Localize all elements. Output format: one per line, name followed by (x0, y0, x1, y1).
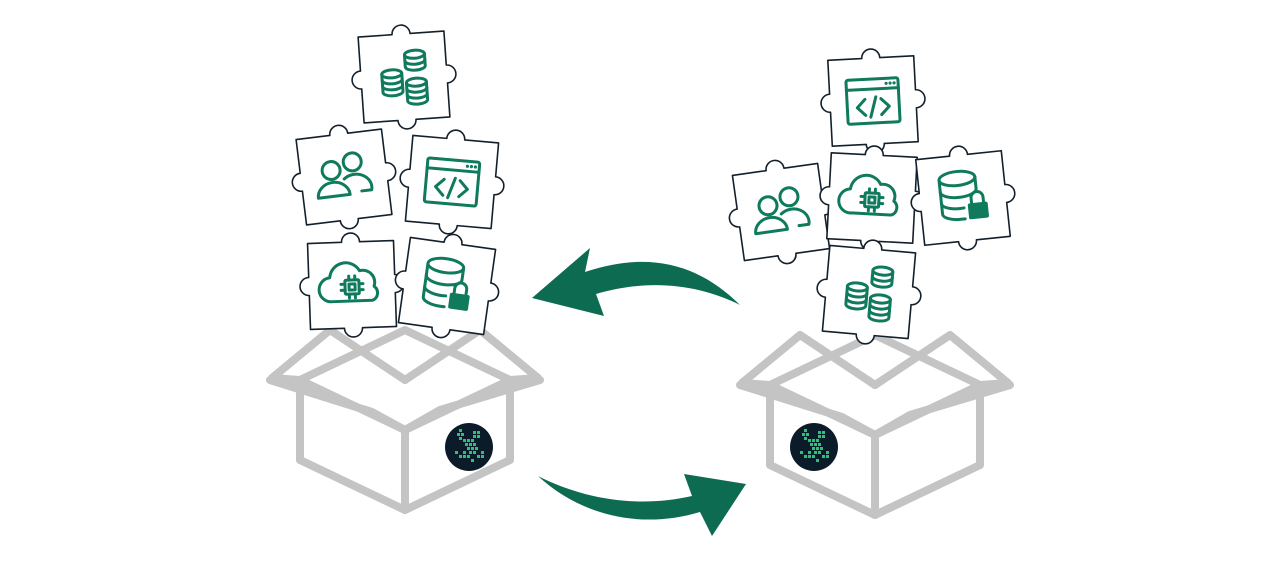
left-piece-cloud-chip (297, 230, 407, 340)
right-piece-code-window (817, 45, 929, 157)
right-box-logo (790, 423, 838, 471)
left-box-logo (445, 423, 493, 471)
right-piece-users (721, 152, 841, 272)
right-group (721, 45, 1021, 519)
arrow-top-right-to-left (532, 248, 740, 316)
left-piece-code-window (394, 124, 510, 240)
left-piece-database-stack (347, 20, 461, 134)
frog-logo-icon (445, 423, 493, 471)
right-piece-cloud-chip (816, 142, 928, 254)
left-piece-users (285, 118, 403, 236)
right-piece-database-stack (811, 234, 927, 350)
left-group (266, 20, 544, 514)
right-piece-database-lock (905, 140, 1021, 256)
left-box (266, 326, 544, 514)
arrow-bottom-left-to-right (538, 474, 746, 536)
right-box (736, 331, 1014, 519)
frog-logo-icon (790, 423, 838, 471)
